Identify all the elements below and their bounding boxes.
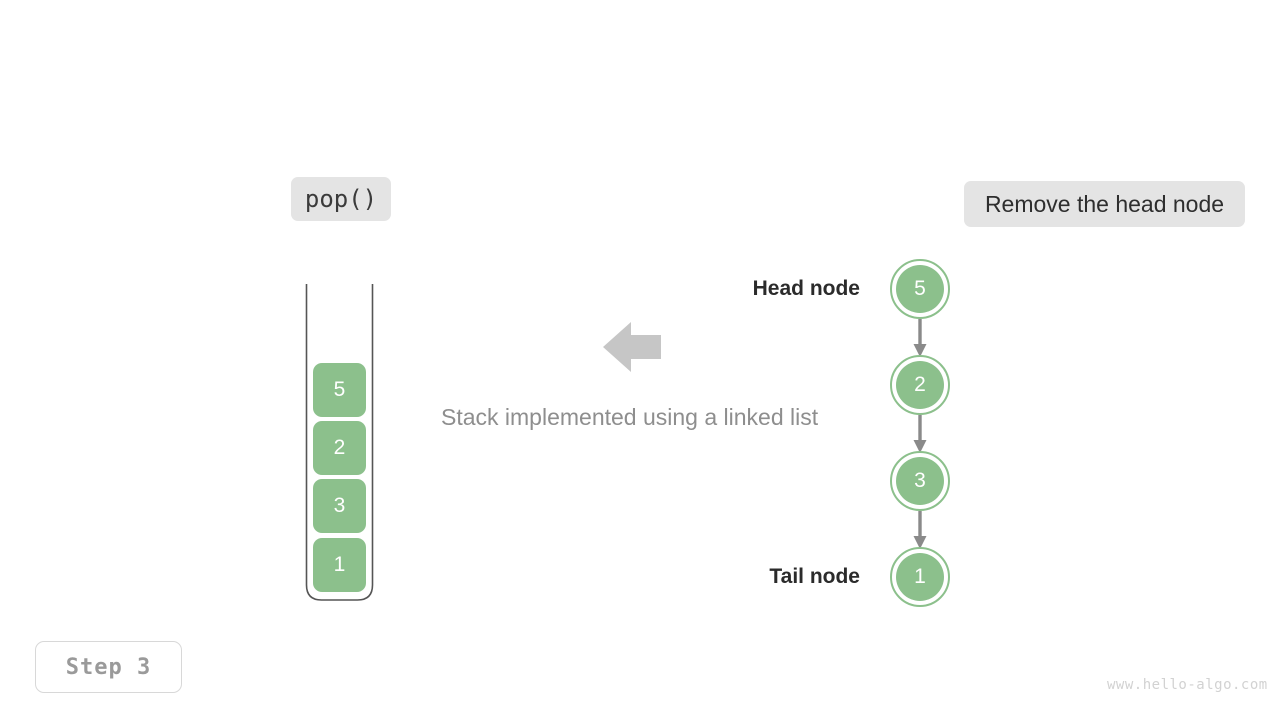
- stack-cell: 5: [313, 363, 366, 417]
- tail-node-label: Tail node: [769, 565, 860, 588]
- linked-list-node-value: 1: [896, 553, 944, 601]
- watermark: www.hello-algo.com: [1107, 677, 1268, 693]
- linked-list-node-value: 2: [896, 361, 944, 409]
- transfer-arrow-left-icon: [603, 322, 661, 372]
- linked-list-node: 5: [890, 259, 950, 319]
- action-badge: Remove the head node: [964, 181, 1245, 227]
- linked-list: 5 2 3 1: [860, 250, 1000, 620]
- linked-list-node: 1: [890, 547, 950, 607]
- linked-list-node: 2: [890, 355, 950, 415]
- head-node-label: Head node: [752, 277, 860, 300]
- stack-frame-outline: [305, 284, 374, 601]
- link-arrow-icon: [913, 319, 927, 357]
- stack-cell: 3: [313, 479, 366, 533]
- link-arrow-icon: [913, 415, 927, 453]
- link-arrow-icon: [913, 511, 927, 549]
- stack-container: 5 2 3 1: [305, 283, 374, 601]
- caption-text: Stack implemented using a linked list: [441, 404, 819, 430]
- operation-badge: pop(): [291, 177, 391, 221]
- linked-list-node-value: 5: [896, 265, 944, 313]
- stack-cell: 1: [313, 538, 366, 592]
- step-indicator: Step 3: [35, 641, 182, 693]
- linked-list-node: 3: [890, 451, 950, 511]
- linked-list-node-value: 3: [896, 457, 944, 505]
- stack-cell: 2: [313, 421, 366, 475]
